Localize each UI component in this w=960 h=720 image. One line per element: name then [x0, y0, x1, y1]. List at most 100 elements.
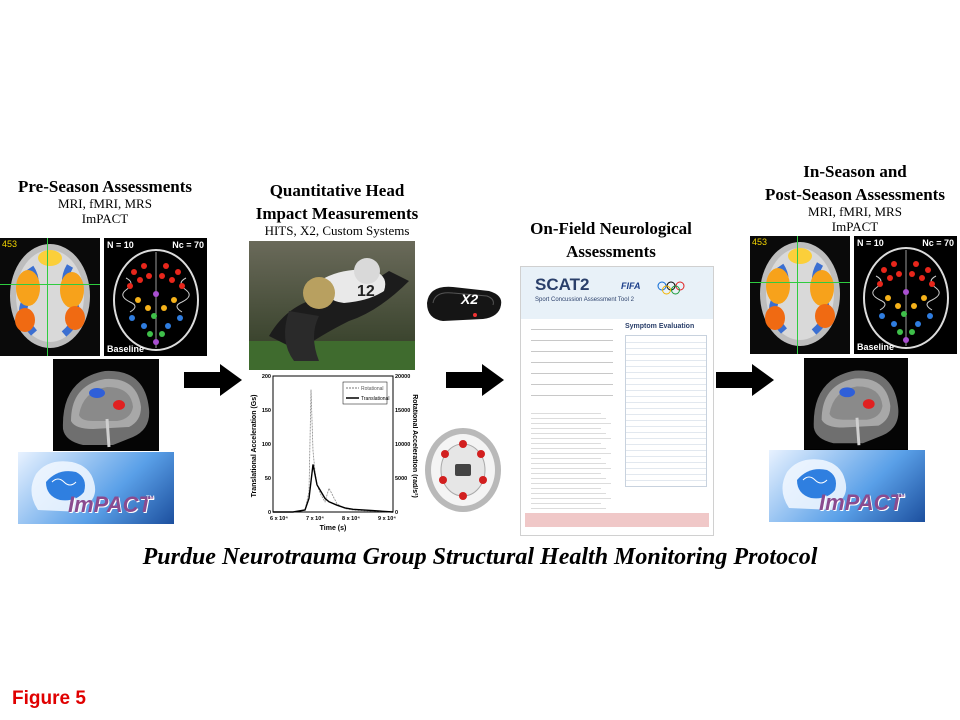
legend-translational: Translational: [361, 396, 389, 402]
arrow-3: [716, 364, 774, 396]
inseason-sub-1: MRI, fMRI, MRS: [808, 204, 902, 219]
y-tick-label: 200: [262, 374, 271, 380]
form-field-line: [531, 362, 613, 363]
symptom-row: [626, 480, 706, 481]
preseason-sub-1: MRI, fMRI, MRS: [58, 196, 152, 211]
paragraph-line: [531, 478, 606, 479]
x-tick-label: 9 x 10⁴: [378, 516, 396, 522]
symptom-row: [626, 450, 706, 451]
form-field-line: [531, 373, 613, 374]
plot-frame: [272, 375, 394, 513]
y-tick-label: 50: [265, 476, 271, 482]
x2-sensor-image: X2: [423, 281, 505, 325]
connectome-nc: Nc = 70: [172, 240, 204, 250]
form-field-line: [531, 384, 613, 385]
y2-axis-label: Rotational Acceleration (rad/s²): [411, 394, 418, 498]
symptom-row: [626, 366, 706, 367]
symptom-row: [626, 348, 706, 349]
quant-title-1: Quantitative Head: [269, 181, 405, 200]
legend-rotational: Rotational: [361, 386, 384, 392]
symptom-row: [626, 342, 706, 343]
onfield-title-2: Assessments: [566, 242, 656, 261]
figure-caption: Purdue Neurotrauma Group Structural Heal…: [142, 544, 818, 570]
symptom-row: [626, 438, 706, 439]
quant-sub: HITS, X2, Custom Systems: [264, 223, 410, 238]
paragraph-line: [531, 493, 606, 494]
connectome-image-right: N = 10 Nc = 70 Baseline: [854, 236, 957, 354]
y2-tick-label: 5000: [395, 476, 407, 482]
y2-tick-label: 10000: [395, 442, 410, 448]
impact-logo-tm-right: TM: [897, 494, 906, 500]
paragraph-line: [531, 448, 606, 449]
symptom-row: [626, 402, 706, 403]
brain-slice-label-right: 453: [752, 237, 768, 247]
y2-tick-label: 20000: [395, 374, 410, 380]
fmri-brain-image: 453: [0, 238, 100, 356]
symptom-row: [626, 396, 706, 397]
symptom-row: [626, 372, 706, 373]
paragraph-line: [531, 443, 601, 444]
paragraph-line: [531, 488, 601, 489]
symptom-row: [626, 474, 706, 475]
paragraph-line: [531, 438, 611, 439]
symptom-row: [626, 426, 706, 427]
paragraph-line: [531, 503, 601, 504]
connectome-n-right: N = 10: [857, 238, 884, 248]
arrow-1: [184, 364, 242, 396]
sagittal-mri-image-right: [804, 358, 908, 450]
symptom-row: [626, 384, 706, 385]
impact-logo-text-right: ImPACT: [819, 490, 903, 515]
symptom-row: [626, 354, 706, 355]
impact-logo-right: ImPACT TM: [769, 450, 925, 522]
form-field-line: [531, 340, 613, 341]
preseason-sub-2: ImPACT: [81, 211, 129, 226]
symptom-row: [626, 444, 706, 445]
x-tick-label: 6 x 10⁴: [270, 516, 288, 522]
olympic-rings-logo: [657, 281, 685, 295]
paragraph-line: [531, 498, 611, 499]
paragraph-line: [531, 418, 606, 419]
inseason-title-2: Post-Season Assessments: [765, 185, 945, 204]
preseason-title: Pre-Season Assessments: [18, 177, 192, 196]
connectome-baseline-right: Baseline: [857, 342, 895, 352]
form-field-line: [531, 351, 613, 352]
impact-logo-tm-left: TM: [146, 496, 155, 502]
paragraph-line: [531, 423, 611, 424]
form-field-line: [531, 395, 613, 396]
x-tick-label: 8 x 10⁴: [342, 516, 360, 522]
symptom-row: [626, 414, 706, 415]
paragraph-line: [531, 463, 606, 464]
figure-label: Figure 5: [12, 688, 86, 709]
instrumented-helmet-image: [421, 424, 505, 516]
series-line-translational: [273, 464, 394, 513]
paragraph-line: [531, 413, 601, 414]
paragraph-line: [531, 453, 611, 454]
y2-tick-label: 0: [395, 510, 398, 516]
connectome-nc-right: Nc = 70: [922, 238, 954, 248]
scat2-fifa-logo: FIFA: [621, 281, 641, 291]
y-tick-label: 0: [268, 510, 271, 516]
inseason-sub-2: ImPACT: [831, 219, 879, 234]
fmri-brain-image-right: 453: [750, 236, 850, 354]
paragraph-line: [531, 483, 611, 484]
symptom-row: [626, 432, 706, 433]
inseason-title-1: In-Season and: [803, 162, 907, 181]
impact-logo-text-left: ImPACT: [68, 492, 152, 517]
onfield-title-1: On-Field Neurological: [530, 219, 692, 238]
svg-text:12: 12: [357, 283, 375, 300]
y-axis-label: Translational Acceleration (Gs): [251, 395, 258, 498]
football-tackle-photo: 12: [249, 241, 415, 370]
y-tick-label: 100: [262, 442, 271, 448]
y-tick-label: 150: [262, 408, 271, 414]
scat2-section-title: Symptom Evaluation: [625, 323, 695, 330]
paragraph-line: [531, 433, 606, 434]
scat2-subtitle: Sport Concussion Assessment Tool 2: [535, 297, 634, 303]
symptom-row: [626, 390, 706, 391]
symptom-row: [626, 468, 706, 469]
scat2-form-left: [531, 325, 615, 525]
brain-slice-label: 453: [2, 239, 18, 249]
impact-logo-left: ImPACT TM: [18, 452, 174, 524]
quant-title-2: Impact Measurements: [255, 204, 419, 223]
paragraph-line: [531, 428, 601, 429]
connectome-image: N = 10 Nc = 70 Baseline: [104, 238, 207, 356]
